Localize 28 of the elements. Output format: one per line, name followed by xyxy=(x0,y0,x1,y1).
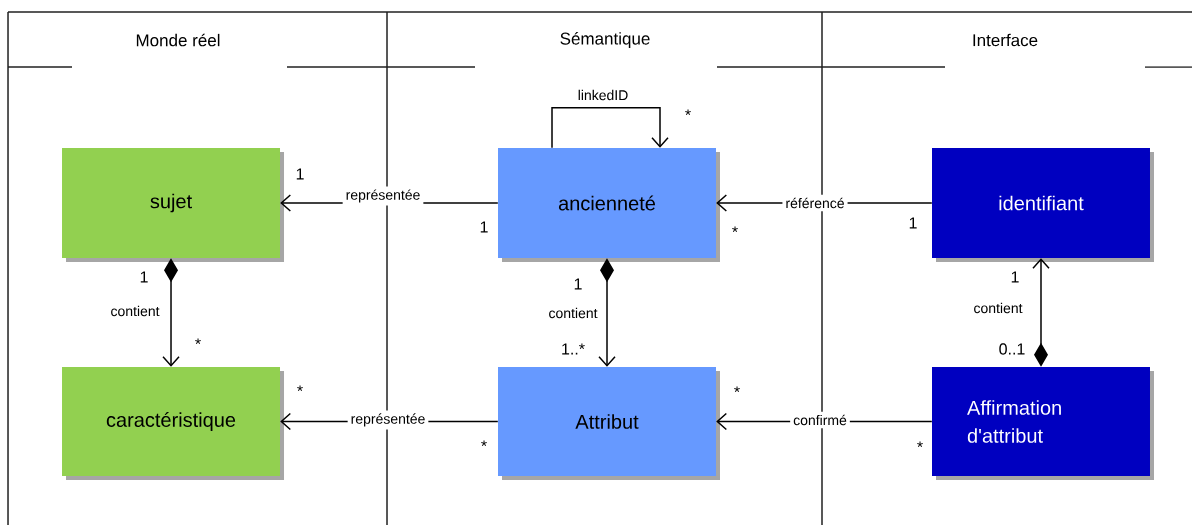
class-box: Affirmation d'attribut xyxy=(932,367,1154,480)
lane-header: Interface xyxy=(973,33,1038,47)
lane-header: Monde réel xyxy=(136,33,220,47)
edge-label: linkedID xyxy=(574,86,632,104)
association-arrow xyxy=(551,107,669,149)
edge-label: référencé xyxy=(782,194,848,212)
edge-label: représentée xyxy=(347,410,429,430)
multiplicity: * xyxy=(297,385,303,392)
association-arrow xyxy=(598,258,616,367)
edge-label: représentée xyxy=(342,186,424,206)
lane-header: Sémantique xyxy=(560,32,650,48)
multiplicity: 0..1 xyxy=(999,343,1025,355)
multiplicity: * xyxy=(685,109,691,116)
edge-label: confirmé xyxy=(790,411,850,429)
class-box: sujet xyxy=(62,148,284,262)
edge-label: contient xyxy=(545,304,601,322)
class-box: identifiant xyxy=(932,148,1154,262)
multiplicity: 1 xyxy=(574,278,582,290)
association-arrow xyxy=(162,258,180,367)
multiplicity: * xyxy=(734,386,740,393)
association-arrow xyxy=(1032,258,1050,367)
class-box: Attribut xyxy=(498,367,720,480)
class-box: ancienneté xyxy=(498,148,720,262)
class-box: caractéristique xyxy=(62,367,284,480)
edge-label: contient xyxy=(970,299,1026,317)
edge-label: contient xyxy=(107,302,163,320)
multiplicity: 1 xyxy=(909,217,917,229)
multiplicity: * xyxy=(195,338,201,345)
